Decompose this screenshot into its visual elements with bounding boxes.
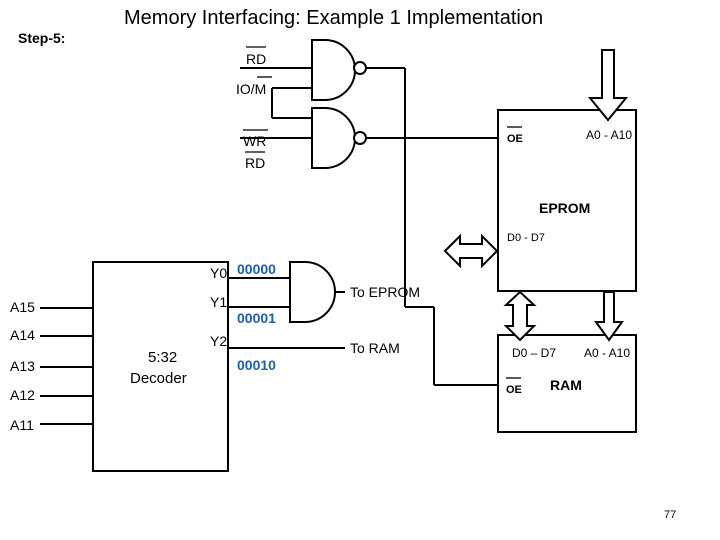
eprom-address-bus-arrow — [587, 49, 629, 122]
eprom-data-label: D0 - D7 — [507, 232, 545, 244]
ram-oe-label: OE — [506, 384, 522, 396]
output-label-y1: Y1 — [210, 294, 227, 310]
decoder-name-line1: 5:32 — [148, 349, 177, 366]
nand-gate-lower — [311, 107, 367, 169]
decoder-name-line2: Decoder — [130, 370, 187, 387]
eprom-name: EPROM — [539, 200, 590, 216]
input-label-a11: A11 — [10, 417, 34, 433]
input-label-a13: A13 — [10, 358, 35, 374]
nand-gate-upper-body — [311, 39, 356, 101]
to-eprom-label: To EPROM — [350, 284, 420, 300]
output-label-y2: Y2 — [210, 333, 227, 349]
decoder-or-gate — [289, 261, 336, 323]
ram-data-bus-arrow — [503, 290, 537, 342]
signal-wr: WR — [243, 133, 266, 149]
signal-io-m: IO/M — [236, 81, 266, 97]
input-label-a14: A14 — [10, 327, 35, 343]
output-code-y2: 00010 — [237, 357, 276, 373]
output-code-y0: 00000 — [237, 261, 276, 277]
eprom-oe-label: OE — [507, 133, 523, 145]
signal-rd-top: RD — [246, 51, 266, 67]
ram-name: RAM — [550, 377, 582, 393]
input-label-a15: A15 — [10, 299, 35, 315]
page-number: 77 — [664, 509, 676, 521]
output-label-y0: Y0 — [210, 265, 227, 281]
output-code-y1: 00001 — [237, 310, 276, 326]
ram-data-label: D0 – D7 — [512, 346, 556, 360]
signal-rd-bottom: RD — [245, 155, 265, 171]
ram-address-label: A0 - A10 — [584, 346, 630, 360]
eprom-data-bus-arrow — [443, 233, 499, 269]
decoder-input-lines — [40, 307, 93, 425]
ram-chip — [497, 334, 637, 433]
nand-gate-lower-bubble — [353, 131, 367, 145]
eprom-address-label: A0 - A10 — [586, 128, 632, 142]
nand-gate-upper — [311, 39, 367, 101]
gate-2-inputs: WR RD — [240, 129, 312, 171]
input-label-a12: A12 — [10, 387, 35, 403]
ram-address-bus-arrow — [594, 291, 624, 342]
to-ram-label: To RAM — [350, 340, 400, 356]
nand-gate-lower-body — [311, 107, 356, 169]
step-label: Step-5: — [18, 30, 65, 46]
nand-gate-upper-bubble — [353, 61, 367, 75]
page-title: Memory Interfacing: Example 1 Implementa… — [124, 7, 543, 29]
gate-1-inputs: RD IO/M — [236, 46, 312, 119]
decoder-block — [92, 261, 229, 472]
eprom-chip — [497, 109, 637, 292]
